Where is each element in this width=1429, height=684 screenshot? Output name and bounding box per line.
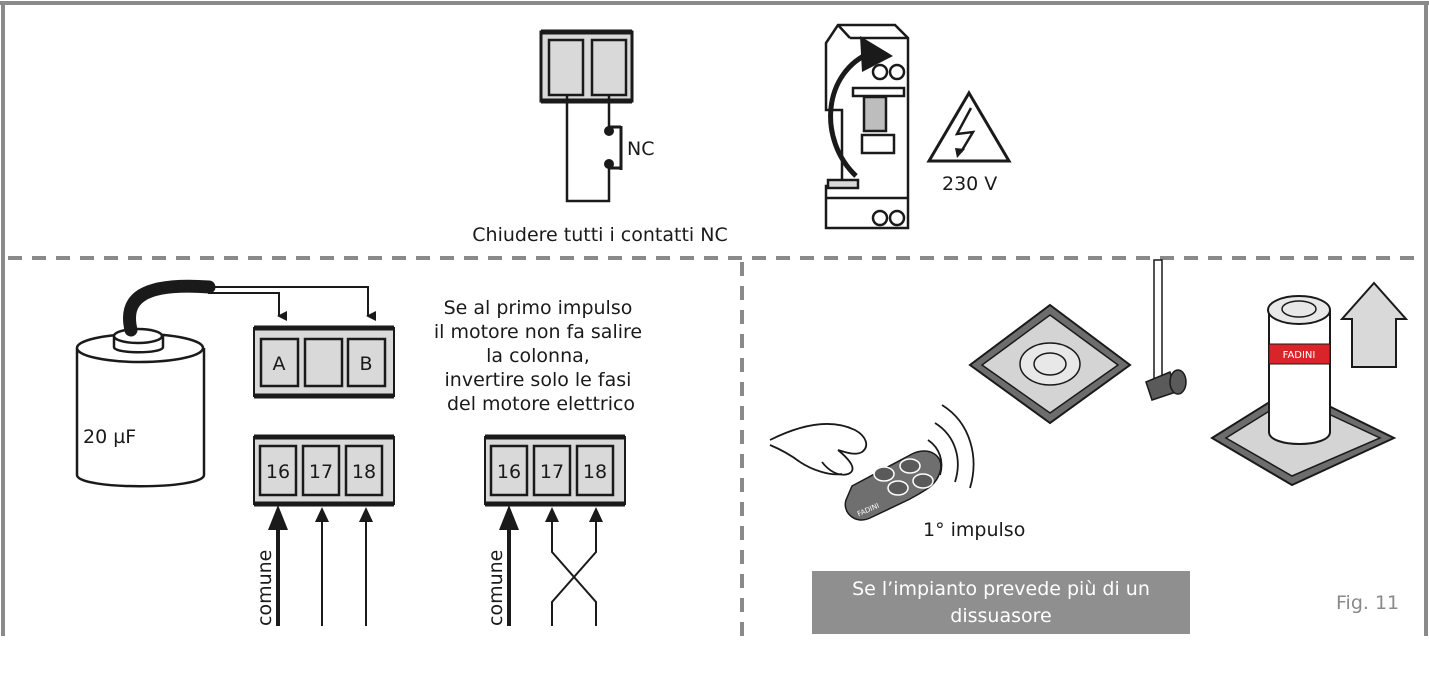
terminal-17-label: 17 [309,461,333,483]
phase-terminal-16 [489,444,529,497]
figure-11-diagram: NC Chiudere tutti i contatti NC 230 V [0,1,1429,636]
terminal-b-label: B [359,353,372,375]
outer-frame [0,1,1429,636]
phase-terminal-17-label: 17 [540,461,564,483]
remote-panel: FADINI 1° impulso FADINI [769,259,1409,541]
terminal-18-label: 18 [352,461,376,483]
circuit-breaker-image [824,23,910,230]
capacitor-label: 20 µF [83,426,136,448]
remote-control-icon: FADINI [844,450,942,521]
terminal-18 [344,444,384,497]
relay-terminal-right [590,38,628,97]
antenna-icon [1145,259,1187,401]
breaker-panel: 230 V [824,23,1012,230]
crossed-phase-wires [499,505,603,626]
bollard-icon: FADINI [1210,295,1397,487]
terminal-16-label: 16 [266,461,290,483]
nc-label: NC [627,138,654,160]
impulse-label: 1° impulso [923,519,1025,541]
motor-wires [268,505,373,626]
terminal-a-label: A [273,353,286,375]
phase-terminal-17 [532,444,572,497]
instruction-text: Se al primo impulso il motore non fa sal… [434,297,648,415]
figure-label: Fig. 11 [1336,592,1400,614]
terminal-16 [258,444,298,497]
hand-icon [769,423,868,476]
note-line-1: Se l’impianto prevede più di un dissuaso… [852,578,1150,627]
note-line-2: eseguire la procedura per ognuno di essi [828,632,1174,681]
phase-inversion-panel: Se al primo impulso il motore non fa sal… [434,297,648,626]
voltage-label: 230 V [942,173,997,195]
phase-common-label: comune [485,550,507,626]
common-label: comune [254,550,276,626]
terminal-a [259,337,300,388]
relay-nc-panel: NC Chiudere tutti i contatti NC [472,29,728,246]
terminal-17 [301,444,341,497]
capacitor-wires [208,286,376,321]
bollard-brand-label: FADINI [1283,350,1316,361]
nc-wire [565,96,611,203]
high-voltage-icon [926,90,1012,163]
relay-caption: Chiudere tutti i contatti NC [472,224,727,246]
phase-terminal-18-label: 18 [583,461,607,483]
terminal-b [346,337,387,388]
phase-terminal-16-label: 16 [497,461,521,483]
multiple-bollards-note: Se l’impianto prevede più di un dissuaso… [812,571,1190,681]
rise-arrow-icon [1339,281,1409,368]
capacitor-panel: 20 µF A B 16 17 18 comune [75,279,395,626]
switch-on-arrowhead [860,36,893,72]
bollard-plate-icon [968,303,1132,425]
relay-terminal-left [547,38,585,97]
capacitor-image [75,279,216,488]
switch-on-arrow [828,49,873,178]
signal-waves-icon [927,404,975,489]
phase-terminal-18 [575,444,615,497]
terminal-blank [303,337,344,388]
